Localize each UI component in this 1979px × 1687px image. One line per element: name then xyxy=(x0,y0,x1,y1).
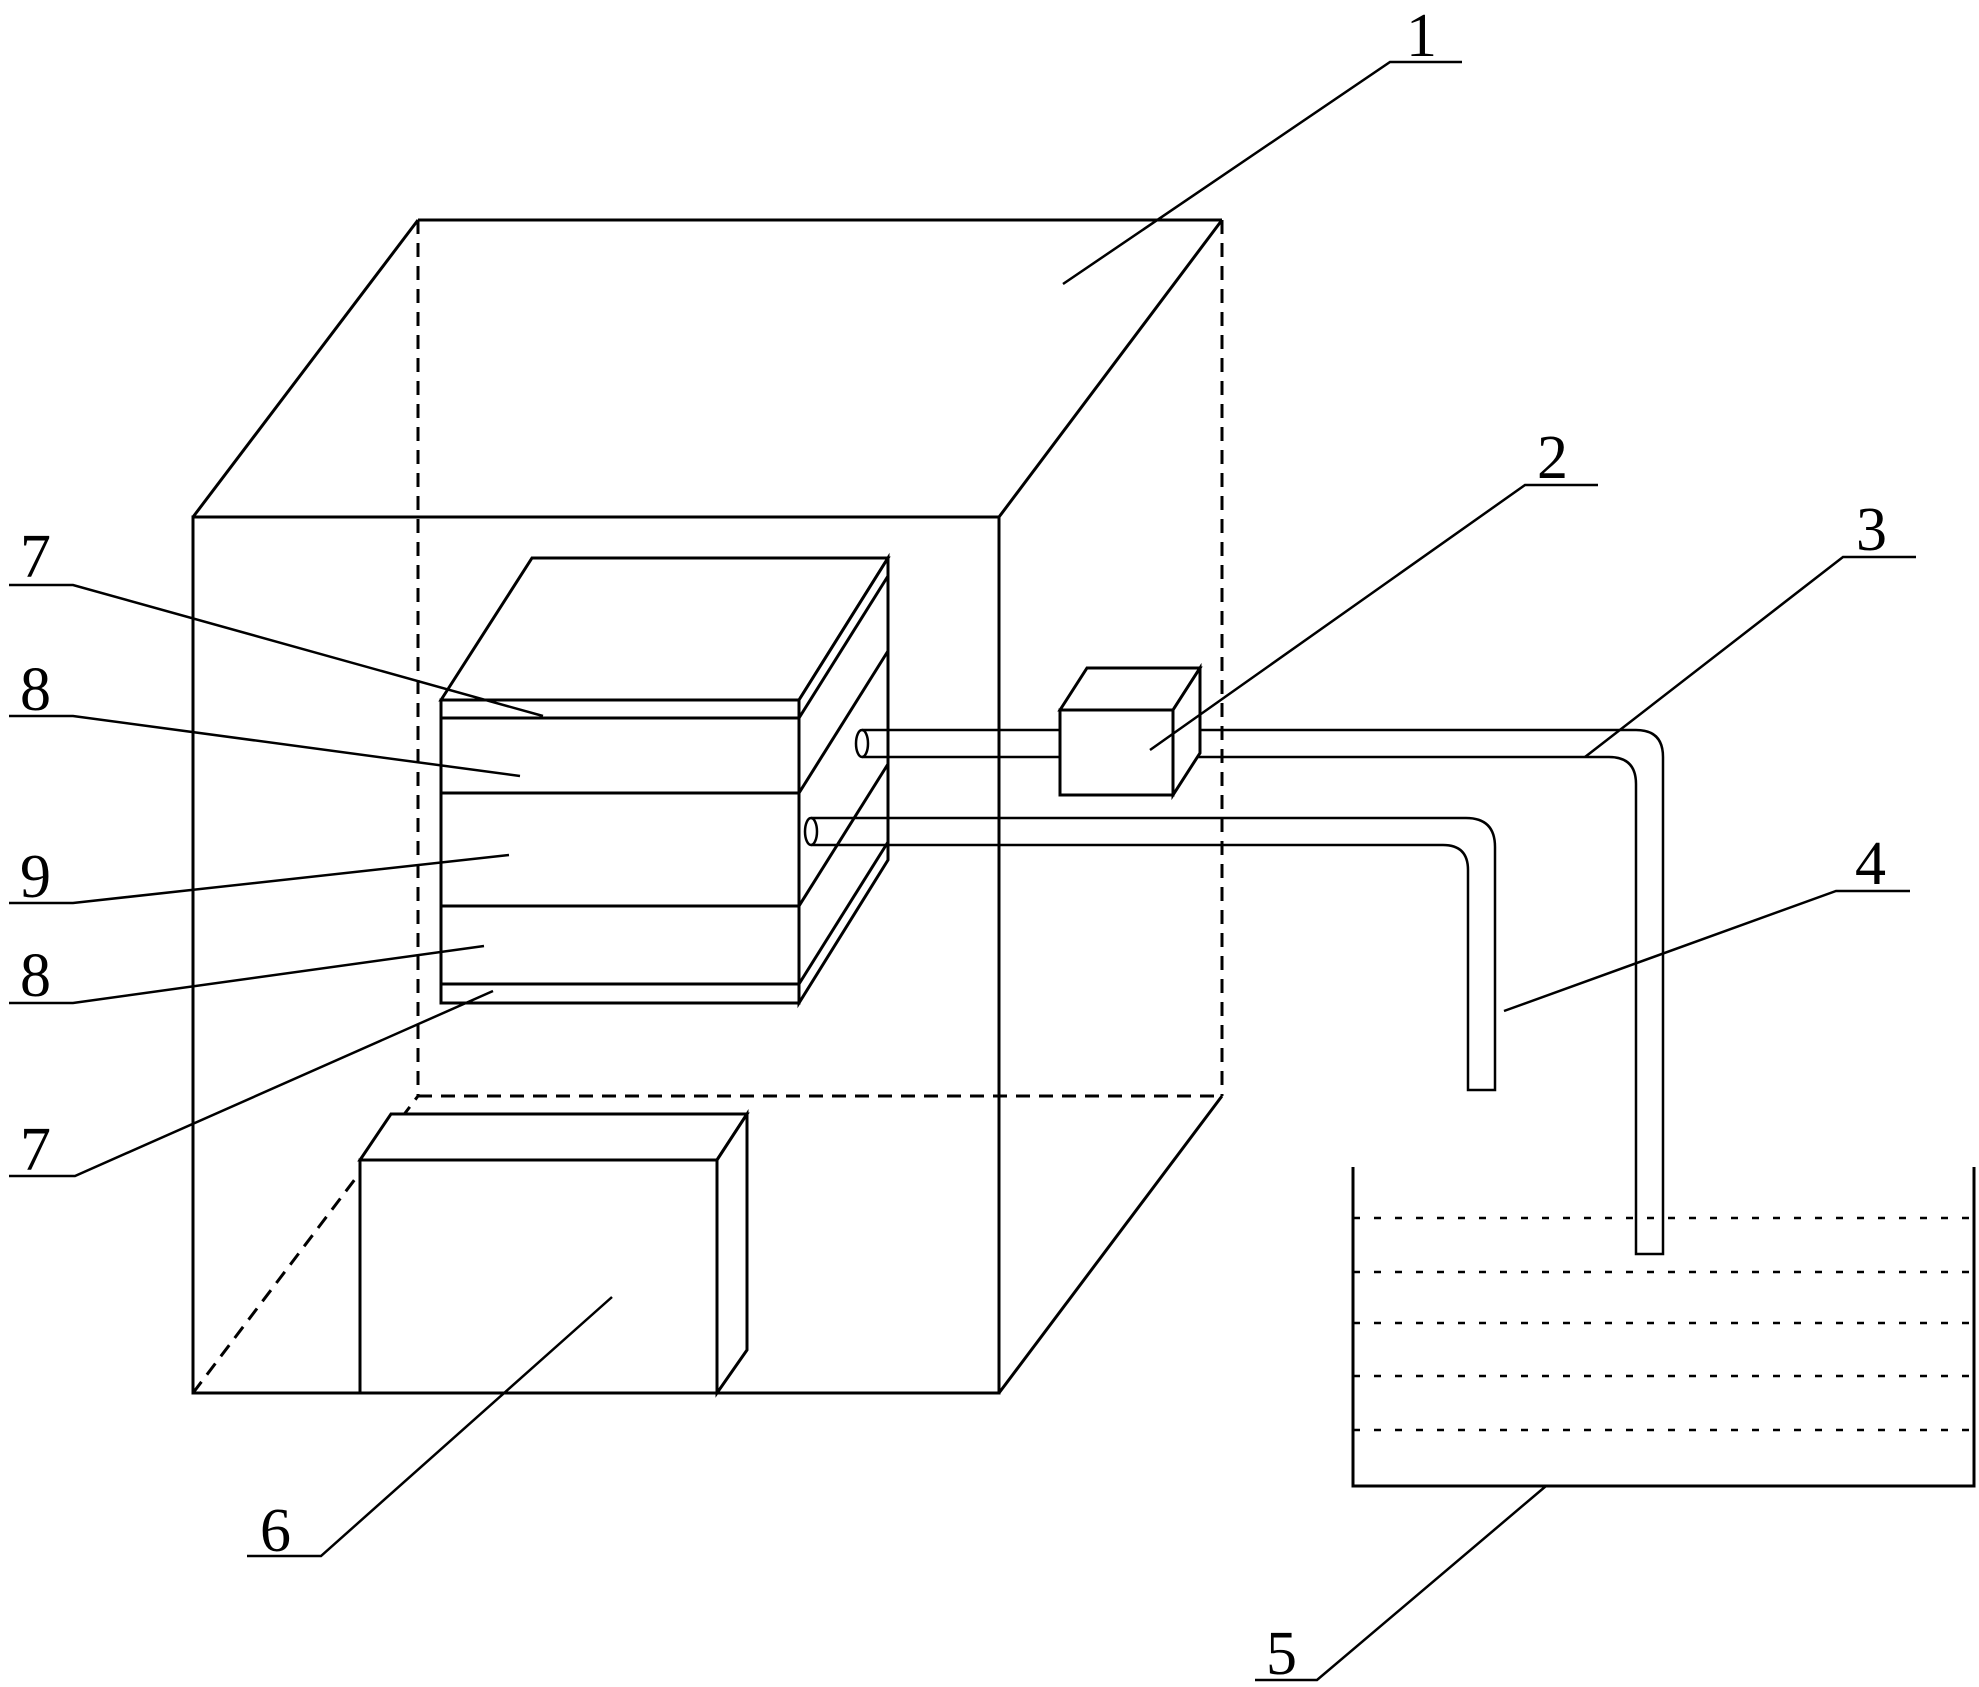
label-7-top: 7 xyxy=(20,523,51,591)
reference-labels: 1 2 3 4 5 6 7 8 9 8 7 xyxy=(20,2,1887,1687)
label-9: 9 xyxy=(20,843,51,911)
label-2: 2 xyxy=(1537,424,1568,492)
label-1: 1 xyxy=(1406,2,1437,70)
label-4: 4 xyxy=(1855,830,1886,898)
label-3: 3 xyxy=(1856,496,1887,564)
block xyxy=(357,1108,750,1398)
label-7-bottom: 7 xyxy=(20,1116,51,1184)
label-8-bottom: 8 xyxy=(20,942,51,1010)
label-8-top: 8 xyxy=(20,656,51,724)
label-6: 6 xyxy=(260,1497,291,1565)
label-5: 5 xyxy=(1266,1620,1297,1687)
water-tank xyxy=(1351,1167,1976,1488)
leader-lines xyxy=(9,60,1916,1682)
pump xyxy=(1057,662,1203,801)
inlet-pipe xyxy=(803,816,1497,1092)
layer-stack xyxy=(438,552,891,1009)
outlet-pipe xyxy=(854,728,1665,1256)
